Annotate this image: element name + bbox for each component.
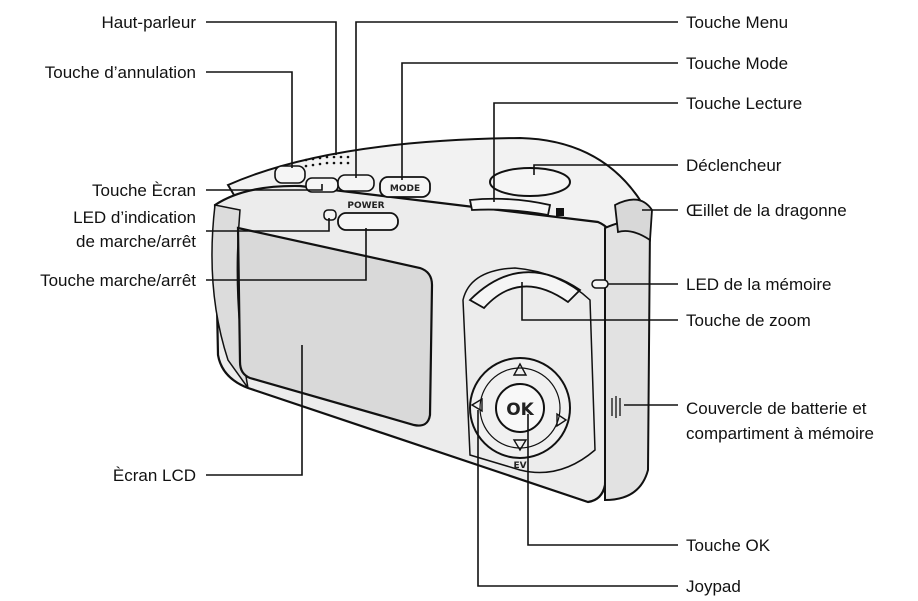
joypad-arrow-up-icon [512, 362, 528, 376]
zoom-panel-outline [462, 267, 596, 474]
leader-touche-zoom [521, 282, 678, 321]
leader-joypad [477, 410, 678, 587]
zoom-rocker-shape [468, 271, 582, 310]
ev-text: EV [513, 461, 526, 471]
leader-touche-marche-arret [206, 228, 367, 281]
label-touche-lecture: Touche Lecture [686, 94, 802, 113]
power-text: POWER [347, 201, 384, 211]
leader-touche-ok [527, 414, 678, 546]
shutter-button-shape [489, 167, 571, 197]
leader-touche-menu [355, 21, 678, 178]
label-declencheur: Déclencheur [686, 156, 782, 175]
leader-haut-parleur [206, 21, 337, 155]
leader-touche-mode [401, 62, 678, 180]
camera-side-grip [604, 219, 652, 502]
label-touche-mode: Touche Mode [686, 54, 788, 73]
right-labels: Touche Menu Touche Mode Touche Lecture D… [686, 13, 874, 596]
leader-touche-annulation [206, 71, 293, 168]
label-touche-menu: Touche Menu [686, 13, 788, 32]
joypad-arrow-left-icon [470, 397, 483, 413]
label-joypad: Joypad [686, 577, 741, 596]
label-led-indication-line2: de marche/arrêt [76, 232, 196, 251]
label-touche-ecran: Touche Ècran [92, 181, 196, 200]
label-couvercle-line1: Couvercle de batterie et [686, 399, 867, 418]
label-couvercle-line2: compartiment à mémoire [686, 424, 874, 443]
label-led-indication-line1: LED d’indication [73, 208, 196, 227]
mode-button-shape [379, 176, 431, 198]
battery-cover-latch-icon [611, 396, 621, 418]
power-button-shape [337, 212, 399, 231]
playback-icon [556, 208, 564, 216]
speaker-grille [304, 155, 350, 168]
leader-declencheur [533, 164, 678, 175]
label-haut-parleur: Haut-parleur [102, 13, 197, 32]
memory-led-shape [591, 279, 609, 289]
label-touche-marche-arret: Touche marche/arrêt [40, 271, 196, 290]
leader-lines [206, 21, 678, 587]
joypad-inner-ring [479, 367, 561, 449]
joypad-arrow-right-icon [556, 412, 568, 428]
camera-illustration: MODE POWER OK EV [211, 136, 653, 504]
power-led-shape [323, 209, 337, 221]
label-touche-ok: Touche OK [686, 536, 771, 555]
ok-button-text: OK [506, 400, 534, 420]
leader-touche-lecture [493, 102, 678, 202]
left-labels: Haut-parleur Touche d’annulation Touche … [40, 13, 196, 485]
joypad-arrow-down-icon [512, 439, 528, 452]
leader-led-indication [206, 218, 330, 232]
label-led-memoire: LED de la mémoire [686, 275, 832, 294]
label-touche-zoom: Touche de zoom [686, 311, 811, 330]
label-oeillet: Œillet de la dragonne [686, 201, 847, 220]
lcd-screen [236, 226, 434, 427]
leader-touche-ecran [206, 184, 323, 191]
cancel-button-shape [274, 165, 306, 184]
playback-button-shape [468, 197, 552, 217]
ok-button-shape [495, 383, 545, 433]
leader-ecran-lcd [206, 345, 303, 476]
mode-button-text: MODE [390, 184, 420, 194]
label-touche-annulation: Touche d’annulation [45, 63, 196, 82]
label-ecran-lcd: Ècran LCD [113, 466, 196, 485]
